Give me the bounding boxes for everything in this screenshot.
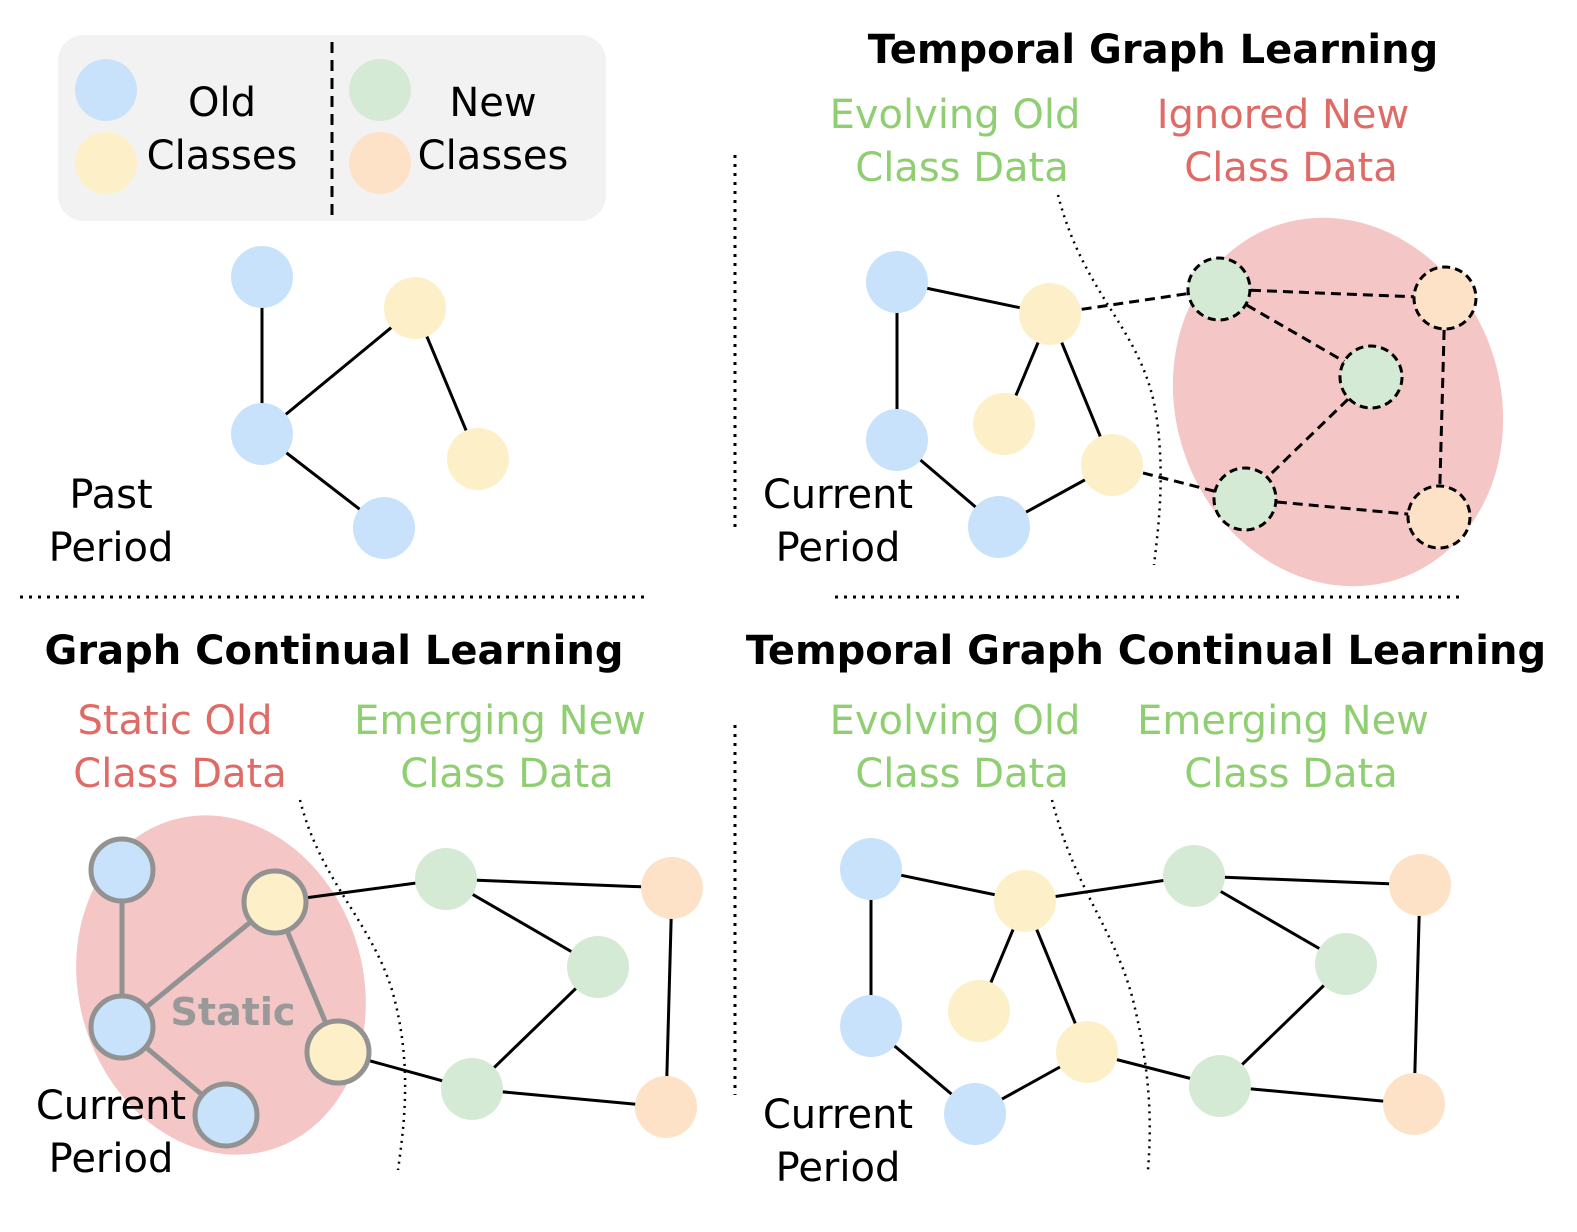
static-old-label-line2: Class Data	[73, 751, 286, 797]
emerging-new-label-line1: Emerging New	[1137, 698, 1429, 744]
evolving-old-label-line2: Class Data	[855, 751, 1068, 797]
boundary-curve	[1056, 194, 1162, 566]
graph-edge	[471, 1087, 667, 1109]
old-class-node	[447, 428, 509, 490]
ignored-new-class-node	[1212, 466, 1278, 532]
boundary-curve	[1050, 799, 1151, 1171]
new-class-node	[1315, 933, 1377, 995]
panel-title: Temporal Graph Learning	[868, 27, 1438, 73]
legend-new-label-line2: Classes	[418, 133, 569, 179]
old-class-node	[866, 251, 928, 313]
panel-temporal-graph-continual-learning: Temporal Graph Continual Learning Evolvi…	[746, 628, 1546, 1191]
static-old-class-node	[88, 836, 156, 904]
old-class-node	[968, 496, 1030, 558]
ignored-new-label-line2: Class Data	[1184, 145, 1397, 191]
graph-edge	[664, 887, 674, 1108]
graph-edge	[445, 877, 673, 890]
panel-graph-continual-learning: Graph Continual Learning Static Old Clas…	[36, 628, 703, 1182]
current-period-label-line1: Current	[763, 472, 913, 518]
graph-edge	[1193, 874, 1421, 887]
current-period-label-line2: Period	[49, 1136, 174, 1182]
old-class-node	[973, 393, 1035, 455]
legend-old-blue-node	[75, 59, 137, 121]
legend-new-green-node	[349, 59, 411, 121]
evolving-old-label-line1: Evolving Old	[830, 92, 1081, 138]
old-class-node	[948, 980, 1010, 1042]
current-period-label-line1: Current	[763, 1092, 913, 1138]
static-old-label-line1: Static Old	[77, 698, 272, 744]
static-old-class-node	[192, 1081, 260, 1149]
old-class-node	[994, 870, 1056, 932]
new-class-node	[415, 848, 477, 910]
ignored-new-label-line1: Ignored New	[1157, 92, 1410, 138]
legend-old-yellow-node	[75, 132, 137, 194]
emerging-new-label-line2: Class Data	[400, 751, 613, 797]
past-period-label-line1: Past	[69, 472, 152, 518]
ignored-new-class-node	[1406, 484, 1472, 550]
past-period-label-line2: Period	[49, 525, 174, 571]
ignored-new-class-node	[1412, 265, 1478, 331]
graph-edge	[1412, 884, 1422, 1105]
new-class-node	[1383, 1073, 1445, 1135]
old-class-node	[840, 838, 902, 900]
static-old-class-node	[304, 1018, 372, 1086]
evolving-old-label-line2: Class Data	[855, 145, 1068, 191]
gcl-static-nodes	[88, 836, 372, 1149]
old-class-node	[231, 246, 293, 308]
old-class-node	[944, 1083, 1006, 1145]
old-class-node	[866, 409, 928, 471]
static-old-class-node	[241, 868, 309, 936]
current-period-label-line2: Period	[776, 525, 901, 571]
boundary-curve	[298, 799, 407, 1171]
panel-title: Graph Continual Learning	[45, 628, 624, 674]
legend-box	[58, 35, 606, 221]
new-class-node	[635, 1076, 697, 1138]
ignored-new-class-node	[1186, 256, 1252, 322]
current-period-label-line1: Current	[36, 1083, 186, 1129]
new-class-node	[1189, 1055, 1251, 1117]
static-region-label: Static	[171, 990, 296, 1034]
old-class-node	[384, 277, 446, 339]
old-class-node	[353, 497, 415, 559]
ignored-edge	[1218, 287, 1446, 300]
current-period-label-line2: Period	[776, 1145, 901, 1191]
new-class-node	[567, 936, 629, 998]
graph-edge	[261, 306, 416, 436]
ignored-edge	[1437, 297, 1447, 518]
new-class-node	[441, 1058, 503, 1120]
old-class-node	[231, 403, 293, 465]
old-class-node	[840, 995, 902, 1057]
evolving-old-label-line1: Evolving Old	[830, 698, 1081, 744]
legend: Old Classes New Classes	[58, 35, 606, 222]
ignored-new-class-node	[1338, 344, 1404, 410]
legend-old-label-line1: Old	[188, 80, 256, 126]
old-class-node	[1081, 434, 1143, 496]
emerging-new-label-line1: Emerging New	[354, 698, 646, 744]
panel-past-period: Past Period	[49, 246, 509, 571]
old-class-node	[1019, 283, 1081, 345]
graph-edge	[1219, 1084, 1415, 1106]
panel-title: Temporal Graph Continual Learning	[746, 628, 1546, 674]
past-edges	[260, 277, 480, 530]
legend-new-label-line1: New	[449, 80, 536, 126]
static-old-class-node	[88, 993, 156, 1061]
ignored-region	[1172, 217, 1504, 587]
emerging-new-label-line2: Class Data	[1184, 751, 1397, 797]
new-class-node	[1163, 845, 1225, 907]
legend-new-orange-node	[349, 132, 411, 194]
old-class-node	[1056, 1021, 1118, 1083]
tgl-ignored-nodes	[1186, 256, 1478, 550]
panel-temporal-graph-learning: Temporal Graph Learning Evolving Old Cla…	[763, 27, 1504, 587]
legend-old-label-line2: Classes	[147, 133, 298, 179]
new-class-node	[1389, 854, 1451, 916]
ignored-edge	[1049, 287, 1220, 316]
new-class-node	[641, 857, 703, 919]
